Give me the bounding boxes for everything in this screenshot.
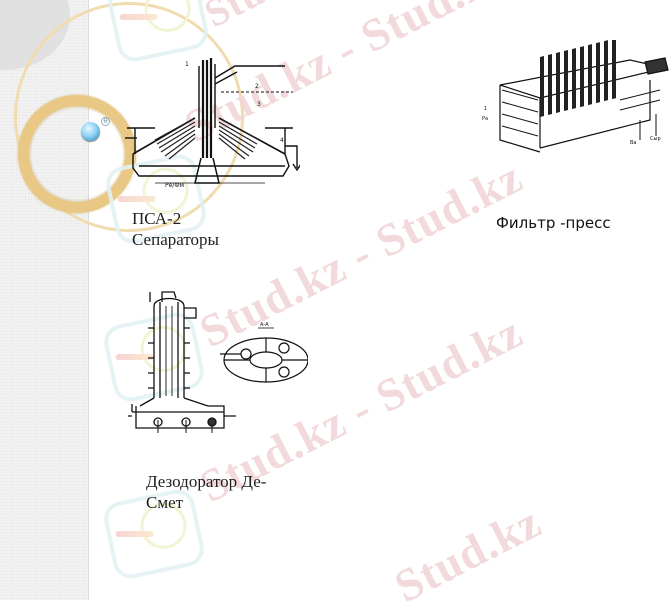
- deodorizer-diagram-icon: А-А: [128, 291, 309, 433]
- badge-icon: θ: [101, 117, 110, 126]
- caption-line: Смет: [146, 493, 184, 512]
- deodorizer-caption: Дезодоратор Де- Смет: [146, 471, 266, 513]
- svg-text:1: 1: [484, 106, 487, 112]
- watermark-text: Stud.kz: [197, 0, 340, 37]
- svg-text:1: 1: [185, 61, 189, 68]
- svg-text:3: 3: [257, 101, 261, 108]
- svg-text:Ра: Ра: [482, 116, 488, 122]
- caption-line: ПСА-2: [132, 209, 182, 228]
- filter-press-caption: Фильтр -пресс: [496, 213, 611, 234]
- separator-caption: ПСА-2 Сепараторы: [132, 208, 219, 250]
- svg-text:Сыр: Сыр: [650, 136, 661, 142]
- svg-text:А-А: А-А: [260, 322, 269, 328]
- svg-text:Ва: Ва: [630, 140, 637, 146]
- left-decorative-strip: [0, 0, 89, 600]
- separator-diagram-icon: 1 2 3 4Ре/Фм: [125, 58, 302, 189]
- deodorizer-figure: А-А: [128, 288, 309, 438]
- logo-watermark: [104, 0, 212, 65]
- blue-bead-icon: [81, 122, 100, 141]
- caption-line: Дезодоратор Де-: [146, 472, 267, 491]
- watermark-text: Stud.kz: [386, 495, 550, 613]
- svg-text:Ре/Фм: Ре/Фм: [165, 182, 184, 188]
- caption-line: Фильтр -пресс: [496, 214, 611, 232]
- svg-text:4: 4: [280, 137, 284, 144]
- caption-line: Сепараторы: [132, 230, 219, 249]
- decorative-disc: [0, 0, 70, 70]
- svg-text:2: 2: [255, 83, 259, 90]
